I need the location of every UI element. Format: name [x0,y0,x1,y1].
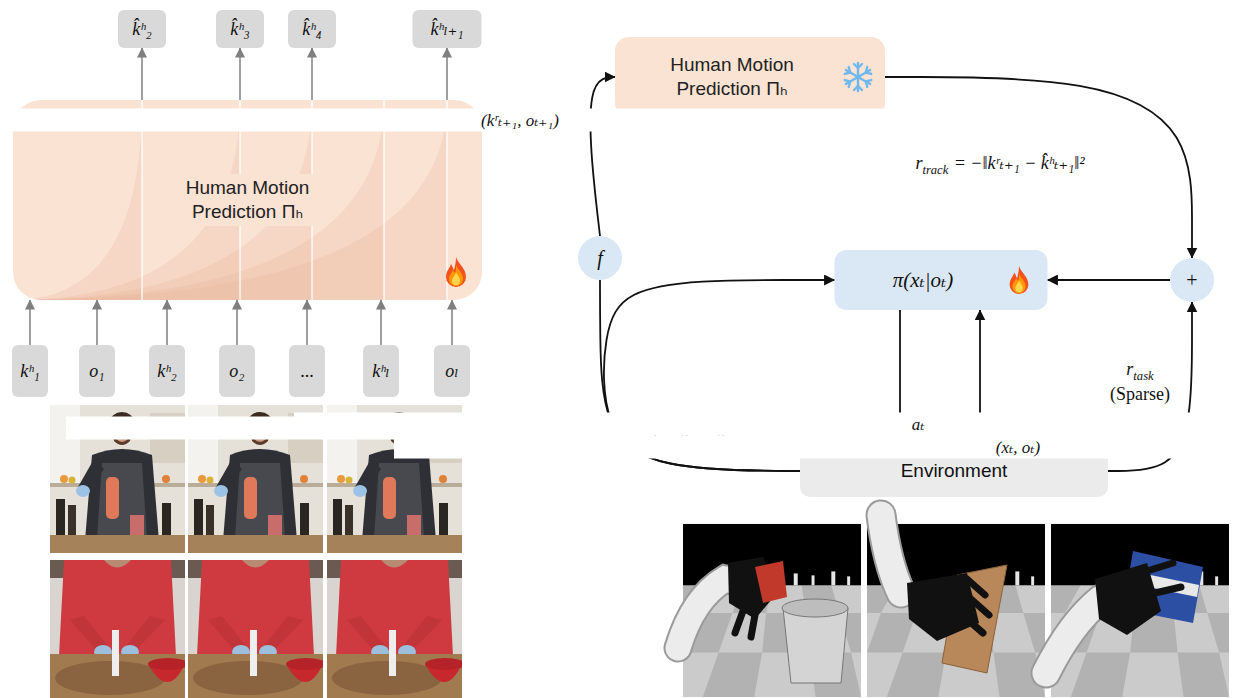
arrow-connector [141,48,143,100]
edge-label: (kʳₜ₊₁, oₜ₊₁) [0,109,1144,132]
input-token-box: kʰ₂ [149,345,185,397]
task-reward-note: rtask(Sparse) [1107,358,1173,406]
node-text: k̂ʰ₃ [230,19,249,40]
arrow-connector [236,300,238,345]
function-circle: f [578,236,622,280]
node-text: o₁ [89,361,104,382]
edge-label: aₜ [294,413,1248,436]
arrow-connector [380,300,382,345]
arrow-connector [885,77,1192,258]
arrow-connector [451,300,453,345]
text-line: (Sparse) [1110,384,1170,405]
output-token-box: k̂ʰ₃ [216,10,264,48]
frozen-model-box: Human Motion Prediction Πₕ [615,37,885,117]
math-label: r [915,153,922,173]
edge-label: (xₜ, oₜ) [394,436,1248,459]
input-token-box: kʰ₁ [12,345,48,397]
policy-box: π(xₜ|oₜ) [835,250,1048,310]
node-text: ... [300,361,314,382]
simulation-frame [1046,524,1229,697]
node-text: kʰₗ [372,360,389,382]
simulation-frame [867,515,1045,697]
video-frame [327,560,465,698]
node-text: Environment [901,460,1008,482]
trainable-icon [446,257,466,287]
output-token-box: k̂ʰ₂ [118,10,166,48]
arrow-connector [590,77,615,236]
arrow-connector [29,300,31,345]
node-text: oₗ [445,360,458,382]
node-text: π(xₜ|oₜ) [893,268,953,293]
arrow-connector [1048,279,1171,281]
text-line: rtask [1110,359,1170,384]
output-token-box: k̂ʰ₄ [288,10,336,48]
arrow-connector [311,48,313,100]
math-label: (Sparse) [1110,384,1170,404]
node-text: + [1186,269,1197,292]
sum-circle: + [1170,258,1214,302]
math-label: r [1126,359,1133,379]
input-token-box: o₁ [79,345,115,397]
math-label: = −‖kʳₜ₊₁ − k̂ʰₜ₊₁‖² [954,153,1085,173]
reward-formula: rtrack = −‖kʳₜ₊₁ − k̂ʰₜ₊₁‖² [912,151,1087,179]
node-text: k̂ʰ₄ [302,19,321,40]
trainable-icon [1010,266,1029,294]
video-frame [50,560,188,698]
node-text: kʰ₁ [20,361,39,382]
arrow-connector [96,300,98,345]
node-text: o₂ [229,361,244,382]
math-label: track [922,163,948,177]
input-token-box: o₂ [219,345,255,397]
node-text: k̂ʰ₂ [132,19,151,40]
text-line: rtrack = −‖kʳₜ₊₁ − k̂ʰₜ₊₁‖² [915,152,1084,178]
video-frame [188,560,326,698]
node-text: Human Motion Prediction Πₕ [657,53,807,101]
node-text: f [597,247,603,270]
input-token-box: kʰₗ [363,345,399,397]
node-text: kʰ₂ [157,361,176,382]
simulation-frame [678,524,861,697]
arrow-connector [166,300,168,345]
node-text: k̂ʰₗ₊₁ [430,18,463,40]
math-label: task [1133,369,1153,383]
arrow-connector [446,48,448,100]
frozen-icon [844,63,872,91]
output-token-box: k̂ʰₗ₊₁ [413,10,482,48]
input-token-box: ... [289,345,325,397]
arrow-connector [306,300,308,345]
arrow-connector [239,48,241,100]
node-text: Human Motion Prediction Πₕ [167,174,329,226]
input-token-box: oₗ [434,345,470,397]
